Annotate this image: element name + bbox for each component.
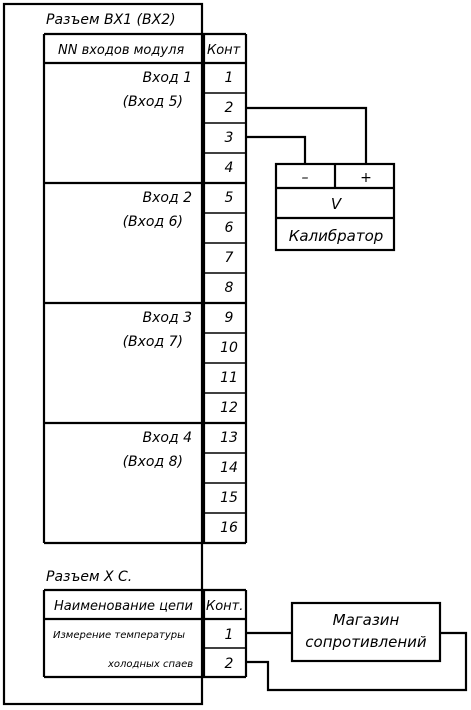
calibrator-minus-terminal: –: [302, 170, 309, 186]
wire-contact2-to-plus: [246, 106, 368, 164]
contact-number: 9: [225, 310, 234, 326]
contact-number: 15: [220, 490, 238, 506]
contact-number: 2: [225, 100, 234, 116]
header-inputs: NN входов модуля: [58, 43, 184, 58]
wire-contact3-to-minus: [246, 135, 307, 164]
calibrator-unit: V: [331, 195, 343, 213]
wire-contact2-to-box: [246, 631, 468, 692]
input-3-label: Вход 3: [143, 310, 193, 326]
contact-number: 7: [225, 250, 234, 266]
module-frame: [2, 2, 204, 706]
calibrator-plus-terminal: +: [360, 170, 372, 186]
header-contacts-2: Конт.: [206, 599, 243, 614]
input-1-alt-label: (Вход 5): [123, 94, 183, 110]
contact-number: 12: [220, 400, 238, 416]
input-1-label: Вход 1: [143, 70, 193, 86]
contact-number: 6: [225, 220, 234, 236]
input-3-alt-label: (Вход 7): [123, 334, 183, 350]
resistance-box-line1: Магазин: [333, 611, 400, 629]
connector2-title: Разъем Х С.: [46, 569, 132, 585]
header-contacts: Конт: [207, 43, 241, 58]
input-2-label: Вход 2: [143, 190, 193, 206]
input-4-label: Вход 4: [143, 430, 193, 446]
calibrator-label: Калибратор: [289, 227, 384, 245]
input-4-alt-label: (Вход 8): [123, 454, 183, 470]
resistance-box-line2: сопротивлений: [305, 633, 427, 651]
connector1-table: [42, 32, 248, 545]
circuit-name-line1: Измерение температуры: [53, 630, 185, 641]
contact-number: 8: [225, 280, 234, 296]
contact-number: 13: [220, 430, 238, 446]
header-circuit: Наименование цепи: [54, 599, 193, 614]
contact-number: 1: [225, 70, 234, 86]
circuit-name-line2: холодных спаев: [107, 659, 193, 670]
contact-number: 4: [225, 160, 234, 176]
contact-number: 2: [225, 656, 234, 672]
contact-number: 11: [220, 370, 238, 386]
contact-number: 10: [220, 340, 238, 356]
contact-number: 14: [220, 460, 238, 476]
contact-number: 5: [225, 190, 234, 206]
contact-number: 3: [225, 130, 234, 146]
calibrator-box: [274, 162, 396, 252]
connector1-title: Разъем ВХ1 (ВХ2): [46, 12, 176, 28]
contact-number: 1: [225, 627, 234, 643]
input-2-alt-label: (Вход 6): [123, 214, 183, 230]
contact-number: 16: [220, 520, 238, 536]
